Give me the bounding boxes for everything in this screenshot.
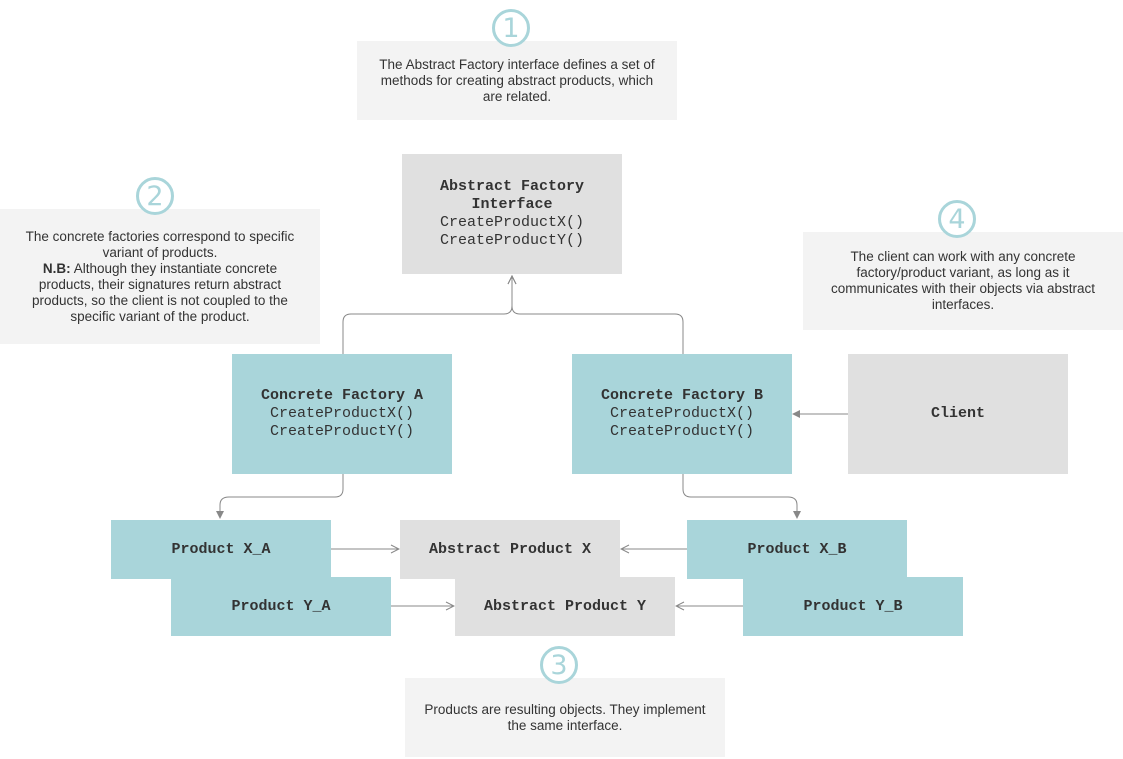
- factory-a-method-create-y: CreateProductY(): [269, 423, 415, 440]
- badge-1: 1: [492, 9, 530, 47]
- abstract-factory-interface-box: Abstract Factory Interface CreateProduct…: [402, 154, 622, 274]
- note-3-text: Products are resulting objects. They imp…: [424, 701, 706, 733]
- note-2-bold-label: N.B:: [42, 260, 71, 276]
- product-ya-label: Product Y_A: [231, 597, 331, 615]
- interface-method-create-x: CreateProductX(): [439, 214, 585, 231]
- product-xa-label: Product X_A: [171, 540, 271, 558]
- abstract-product-x-box: Abstract Product X: [400, 520, 620, 579]
- concrete-factory-a-box: Concrete Factory A CreateProductX() Crea…: [232, 354, 452, 474]
- abstract-product-y-box: Abstract Product Y: [455, 577, 675, 636]
- badge-4: 4: [938, 200, 976, 238]
- note-2-text-before: The concrete factories correspond to spe…: [25, 228, 295, 260]
- abstract-factory-interface-title: Abstract Factory Interface: [439, 178, 585, 213]
- note-1-text: The Abstract Factory interface defines a…: [379, 56, 655, 104]
- concrete-factory-b-title: Concrete Factory B: [600, 387, 764, 404]
- factory-b-method-create-x: CreateProductX(): [609, 405, 755, 422]
- note-3: Products are resulting objects. They imp…: [405, 678, 725, 757]
- create-connector-a: [216, 474, 344, 519]
- badge-3-number: 3: [550, 649, 568, 681]
- product-xa-box: Product X_A: [111, 520, 331, 579]
- inherit-connector-b: [512, 276, 684, 354]
- product-xb-box: Product X_B: [687, 520, 907, 579]
- badge-2-number: 2: [146, 180, 164, 212]
- concrete-factory-b-box: Concrete Factory B CreateProductX() Crea…: [572, 354, 792, 474]
- abstract-product-y-label: Abstract Product Y: [483, 597, 647, 615]
- client-label: Client: [930, 405, 985, 422]
- badge-2: 2: [136, 177, 174, 215]
- inherit-connector-a: [342, 276, 512, 354]
- concrete-factory-a-title: Concrete Factory A: [260, 387, 424, 404]
- abstract-product-x-label: Abstract Product X: [428, 540, 592, 558]
- product-ya-box: Product Y_A: [171, 577, 391, 636]
- product-yb-label: Product Y_B: [803, 597, 903, 615]
- note-4-text: The client can work with any concrete fa…: [830, 249, 1096, 312]
- note-1: The Abstract Factory interface defines a…: [357, 41, 677, 120]
- product-xb-label: Product X_B: [747, 540, 847, 558]
- client-box: Client: [848, 354, 1068, 474]
- badge-4-number: 4: [948, 203, 966, 235]
- product-yb-box: Product Y_B: [743, 577, 963, 636]
- factory-b-method-create-y: CreateProductY(): [609, 423, 755, 440]
- note-4: The client can work with any concrete fa…: [803, 232, 1123, 330]
- interface-method-create-y: CreateProductY(): [439, 232, 585, 249]
- badge-1-number: 1: [502, 12, 520, 44]
- note-2-text-after: Although they instantiate concrete produ…: [32, 260, 288, 324]
- note-2-body: The concrete factories correspond to spe…: [14, 229, 306, 325]
- badge-3: 3: [540, 646, 578, 684]
- create-connector-b: [682, 474, 801, 519]
- factory-a-method-create-x: CreateProductX(): [269, 405, 415, 422]
- note-2: The concrete factories correspond to spe…: [0, 209, 320, 344]
